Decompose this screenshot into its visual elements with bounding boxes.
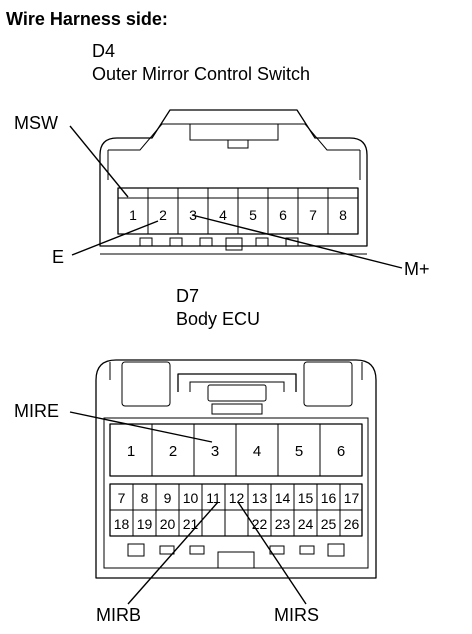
d7-pin-13: 13 xyxy=(252,490,268,506)
callout-mirb: MIRB xyxy=(96,605,141,625)
d7-pin-23: 23 xyxy=(275,516,291,532)
d7-pin-24: 24 xyxy=(298,516,314,532)
d7-name: Body ECU xyxy=(176,309,260,329)
callout-mirs: MIRS xyxy=(274,605,319,625)
leader-mirs xyxy=(237,501,307,605)
leader-msw xyxy=(69,125,129,198)
leader-e xyxy=(71,220,159,256)
d7-small-pin-labels-row2: 18 19 20 21 22 23 24 25 26 xyxy=(114,516,360,532)
d4-code: D4 xyxy=(92,41,115,61)
d7-pin-26: 26 xyxy=(344,516,360,532)
d7-pin-11: 11 xyxy=(206,490,221,506)
d4-pin-2: 2 xyxy=(159,207,167,223)
d7-pin-10: 10 xyxy=(183,490,199,506)
d7-pin-7: 7 xyxy=(118,490,126,506)
leader-mirb xyxy=(127,501,219,605)
d7-pin-5: 5 xyxy=(295,443,303,460)
d7-pin-16: 16 xyxy=(321,490,337,506)
d7-pin-1: 1 xyxy=(127,443,135,460)
d7-pin-18: 18 xyxy=(114,516,130,532)
callout-mire: MIRE xyxy=(14,401,59,421)
d7-pin-22: 22 xyxy=(252,516,268,532)
d7-pin-9: 9 xyxy=(164,490,172,506)
callout-m-plus: M+ xyxy=(404,259,430,279)
d7-pin-21: 21 xyxy=(183,516,199,532)
d7-pin-25: 25 xyxy=(321,516,337,532)
d7-pin-6: 6 xyxy=(337,443,345,460)
d7-small-pin-labels-row1: 7 8 9 10 11 12 13 14 15 16 17 xyxy=(118,490,360,506)
d4-pin-1: 1 xyxy=(129,207,137,223)
d7-pin-19: 19 xyxy=(137,516,153,532)
d7-connector-body xyxy=(95,359,377,579)
d7-pin-8: 8 xyxy=(141,490,149,506)
d7-pin-14: 14 xyxy=(275,490,291,506)
d4-pin-5: 5 xyxy=(249,207,257,223)
d7-code: D7 xyxy=(176,286,199,306)
d7-pin-4: 4 xyxy=(253,443,261,460)
leader-mire xyxy=(69,411,213,443)
connector-d4: D4 Outer Mirror Control Switch xyxy=(14,41,430,279)
d4-name: Outer Mirror Control Switch xyxy=(92,64,310,84)
d7-large-pin-labels: 1 2 3 4 5 6 xyxy=(127,443,345,460)
d7-pin-3: 3 xyxy=(211,443,219,460)
d4-connector-body xyxy=(99,109,368,255)
d4-pin-4: 4 xyxy=(219,207,227,223)
callout-msw: MSW xyxy=(14,113,58,133)
callout-e: E xyxy=(52,247,64,267)
d7-pin-15: 15 xyxy=(298,490,314,506)
leader-m-plus xyxy=(191,214,403,269)
page-heading: Wire Harness side: xyxy=(6,9,168,29)
d4-pin-7: 7 xyxy=(309,207,317,223)
d4-pin-6: 6 xyxy=(279,207,287,223)
connector-d7: D7 Body ECU xyxy=(14,286,377,625)
d7-pin-12: 12 xyxy=(229,490,245,506)
d7-pin-2: 2 xyxy=(169,443,177,460)
d4-pin-8: 8 xyxy=(339,207,347,223)
d7-pin-20: 20 xyxy=(160,516,176,532)
d7-pin-17: 17 xyxy=(344,490,360,506)
